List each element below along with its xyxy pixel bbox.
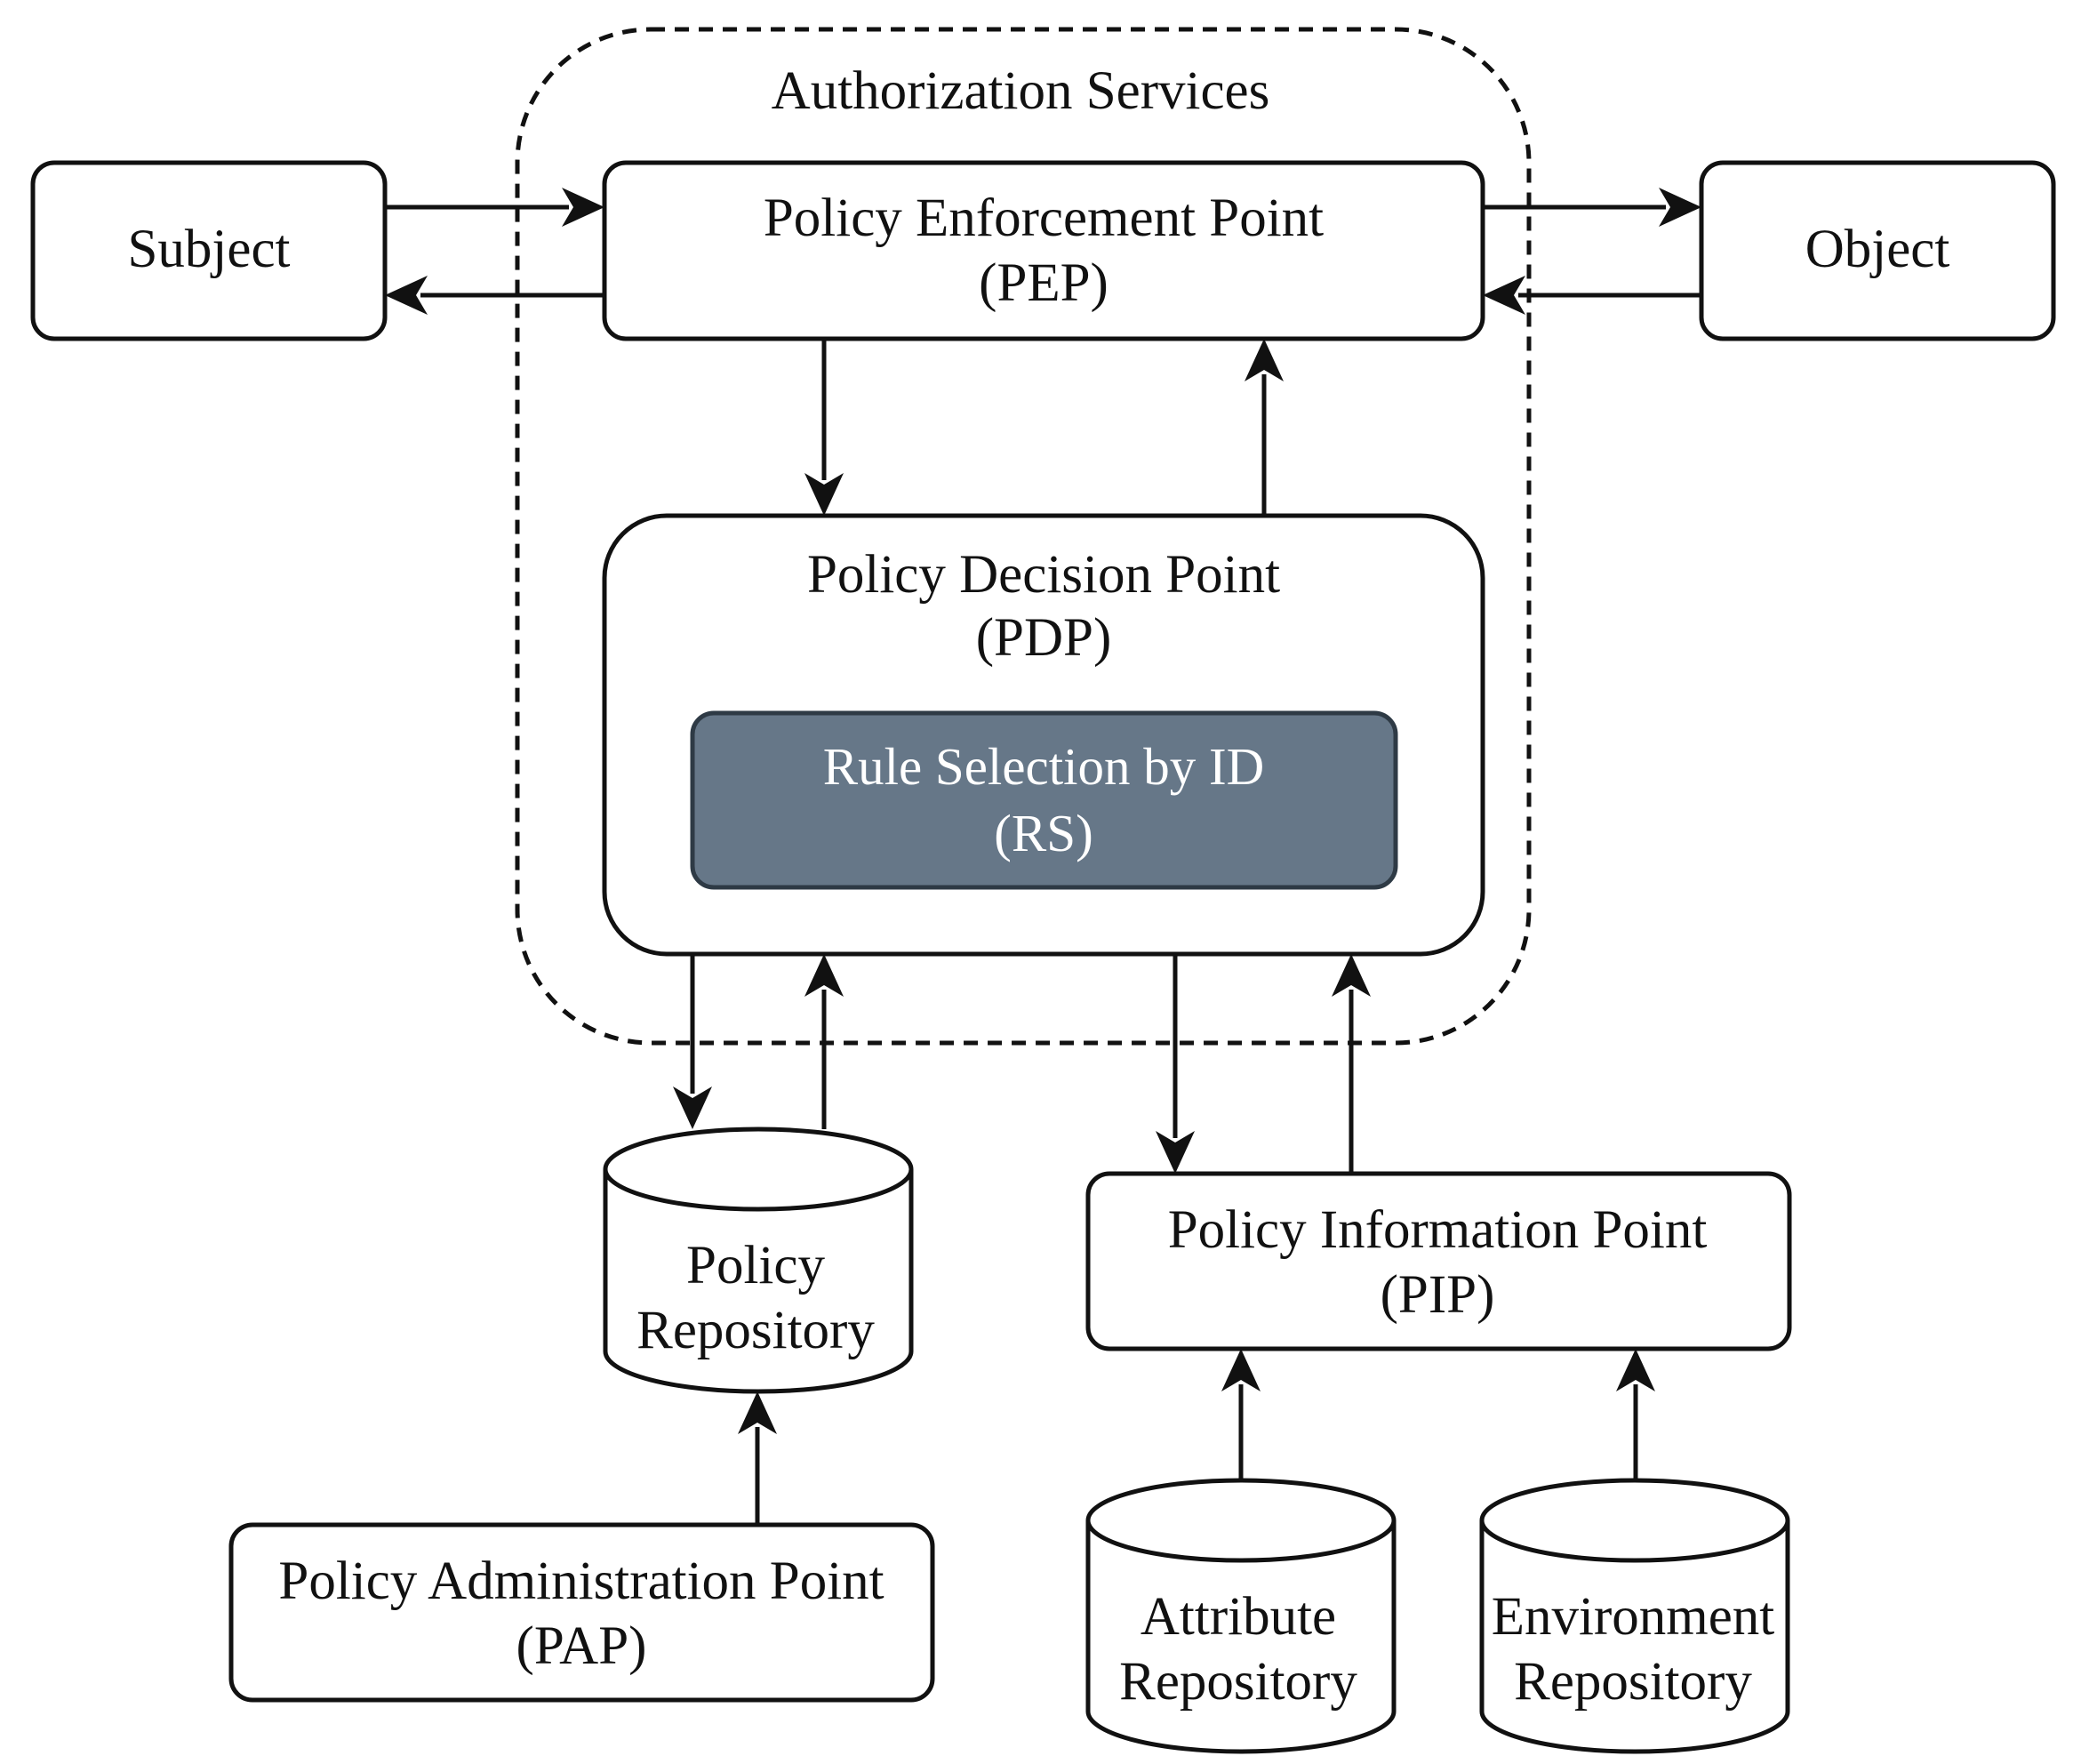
arrow-pap-to-policy-repository <box>738 1391 777 1525</box>
attribute-repository-label-line2: Repository <box>1119 1652 1357 1712</box>
rs-label-line1: Rule Selection by ID <box>823 737 1265 796</box>
environment-repository-label-line1: Environment <box>1492 1587 1775 1647</box>
pap-label-line1: Policy Administration Point <box>278 1552 884 1611</box>
policy-repository-label-line2: Repository <box>636 1301 875 1360</box>
authorization-services-group <box>515 27 1532 1046</box>
object-label: Object <box>1805 220 1950 279</box>
pip-label-line1: Policy Information Point <box>1168 1200 1708 1260</box>
arrow-policy-repository-to-pdp <box>804 954 844 1129</box>
arrow-subject-to-pep <box>385 188 604 227</box>
arrow-pep-to-object <box>1483 188 1701 227</box>
rs-node[interactable]: Rule Selection by ID (RS) <box>690 710 1398 890</box>
arrow-environment-repository-to-pip <box>1616 1349 1655 1480</box>
pdp-label-line2: (PDP) <box>976 608 1112 668</box>
authorization-services-title: Authorization Services <box>772 61 1270 121</box>
attribute-repository-node[interactable]: Attribute Repository <box>1085 1478 1397 1754</box>
policy-repository-label-line1: Policy <box>686 1236 825 1295</box>
environment-repository-node[interactable]: Environment Repository <box>1479 1478 1790 1754</box>
arrow-pdp-to-pep <box>1245 339 1284 516</box>
pep-node[interactable]: Policy Enforcement Point (PEP) <box>602 160 1485 341</box>
arrow-pip-to-pdp <box>1332 954 1371 1174</box>
pap-node[interactable]: Policy Administration Point (PAP) <box>228 1522 935 1703</box>
arrow-object-to-pep <box>1483 276 1701 315</box>
pdp-label-line1: Policy Decision Point <box>807 545 1280 605</box>
subject-label: Subject <box>128 220 291 279</box>
pap-label-line2: (PAP) <box>516 1616 647 1676</box>
pep-label-line1: Policy Enforcement Point <box>764 188 1324 248</box>
pip-node[interactable]: Policy Information Point (PIP) <box>1085 1171 1792 1351</box>
pip-label-line2: (PIP) <box>1381 1265 1495 1325</box>
arrow-pdp-to-policy-repository <box>673 954 712 1129</box>
arrow-pdp-to-pip <box>1156 954 1195 1174</box>
rs-label-line2: (RS) <box>994 804 1093 862</box>
attribute-repository-label-line1: Attribute <box>1141 1587 1336 1647</box>
policy-repository-node[interactable]: Policy Repository <box>603 1127 914 1394</box>
object-node[interactable]: Object <box>1699 160 2056 341</box>
environment-repository-label-line2: Repository <box>1514 1652 1752 1712</box>
connectors <box>385 188 1701 1525</box>
arrow-pep-to-subject <box>385 276 604 315</box>
pep-label-line2: (PEP) <box>979 253 1109 313</box>
subject-node[interactable]: Subject <box>30 160 388 341</box>
arrow-attribute-repository-to-pip <box>1221 1349 1261 1480</box>
arrow-pep-to-pdp <box>804 339 844 516</box>
